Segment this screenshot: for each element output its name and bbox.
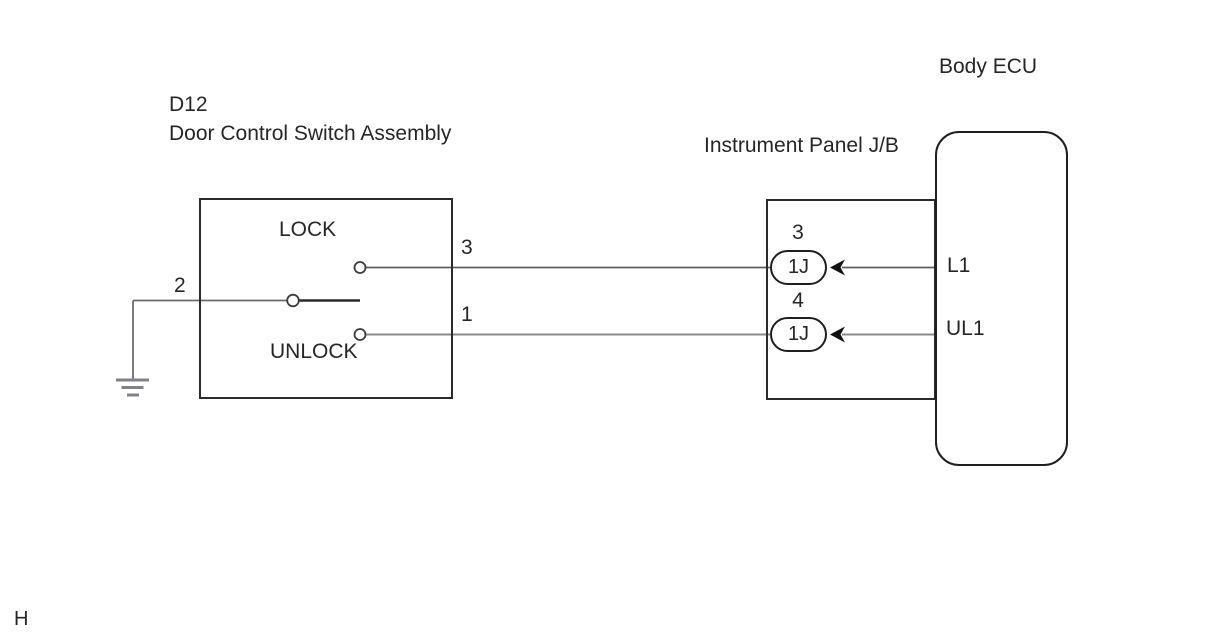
page-code-label: H [14,608,29,630]
connector-code: 1J [787,256,810,278]
ground-icon [116,378,149,397]
connector-1j-pin3: 1J [770,250,827,285]
switch-name-label: Door Control Switch Assembly [169,122,452,145]
connector-code: 1J [787,323,810,345]
door-control-switch-box [199,198,453,399]
unlock-position-label: UNLOCK [270,340,358,363]
body-ecu-title: Body ECU [939,55,1038,78]
lock-position-label: LOCK [279,218,337,241]
switch-contact-lock [353,261,367,274]
switch-terminal-3-label: 3 [461,236,473,259]
switch-terminal-1-label: 1 [461,303,473,326]
ecu-terminal-ul1-label: UL1 [946,317,985,340]
jb-pin-4-label: 4 [792,289,804,312]
body-ecu-box [935,131,1068,466]
connector-arrow-icon-top [830,259,845,276]
switch-code-label: D12 [169,93,208,116]
junction-box-title: Instrument Panel J/B [704,134,899,157]
switch-contact-common [286,293,300,308]
switch-contact-unlock [353,328,367,341]
switch-terminal-2-label: 2 [174,274,186,297]
ecu-terminal-l1-label: L1 [947,254,971,277]
connector-1j-pin4: 1J [770,317,827,352]
connector-arrow-icon-bottom [830,326,845,343]
jb-pin-3-label: 3 [792,221,804,244]
